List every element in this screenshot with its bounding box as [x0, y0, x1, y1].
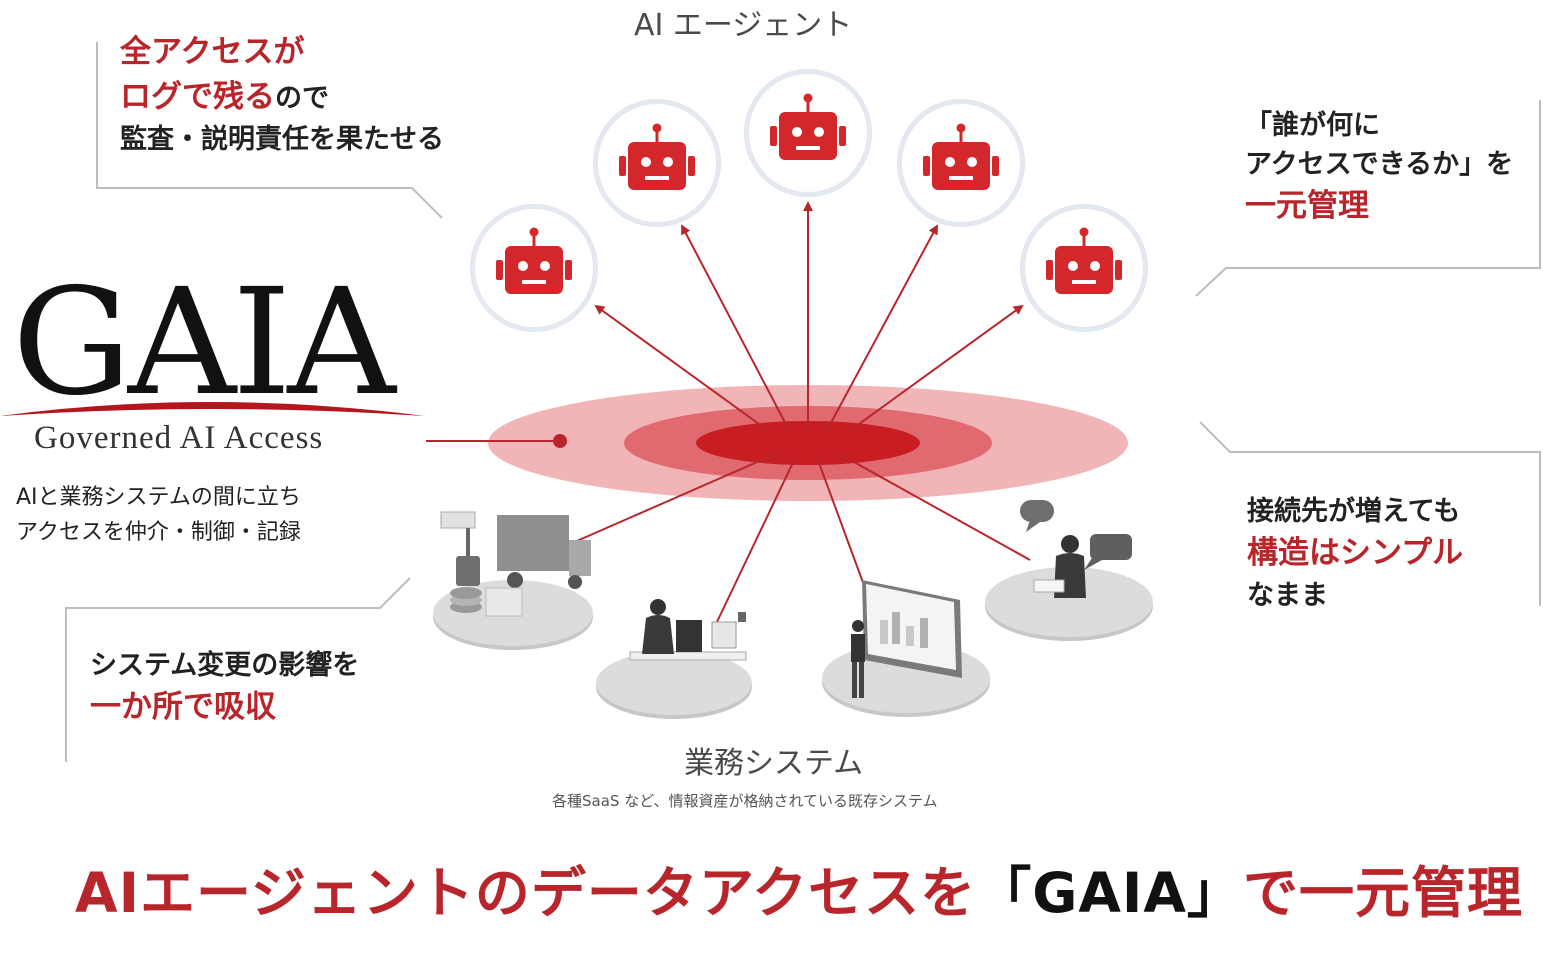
headline-gaia: 「GAIA」	[976, 861, 1243, 925]
gaia-logo-swoosh	[0, 402, 424, 416]
callout-simple-line3: なまま	[1247, 580, 1328, 612]
systems-subtitle: 各種SaaS など、情報資産が格納されている既存システム	[552, 792, 938, 810]
gaia-desc-line2: アクセスを仲介・制御・記録	[16, 520, 301, 546]
headline: AIエージェントのデータアクセスを「GAIA」で一元管理	[75, 848, 1523, 928]
system-lines	[569, 451, 1031, 625]
callout-simple-line1: 接続先が増えても	[1247, 496, 1461, 527]
headline-part1: AIエージェントのデータアクセスを	[75, 861, 977, 925]
support-operator-icon	[985, 500, 1153, 641]
callout-log-audit: 全アクセスが ログで残るので 監査・説明責任を果たせる	[120, 30, 444, 159]
analytics-board-icon	[822, 580, 990, 717]
gaia-logo-text: GAIA	[12, 257, 396, 429]
gaia-hub	[488, 385, 1128, 501]
warehouse-icon	[433, 511, 593, 650]
headline-part3: で一元管理	[1242, 861, 1523, 925]
callout-central-line3: 一元管理	[1245, 188, 1369, 225]
business-systems	[433, 500, 1153, 719]
callout-impact-line2: 一か所で吸収	[90, 689, 276, 726]
gaia-logo: GAIA	[12, 268, 422, 418]
agent-robots	[470, 69, 1148, 332]
agents-title: AI エージェント	[634, 8, 853, 43]
gaia-subtitle: Governed AI Access	[34, 420, 324, 456]
office-worker-icon	[596, 599, 752, 719]
callout-simple-line2: 構造はシンプル	[1247, 535, 1464, 572]
gaia-desc-line1: AIと業務システムの間に立ち	[16, 485, 301, 510]
agent-arrows	[594, 201, 1024, 433]
callout-log-line3: 監査・説明責任を果たせる	[120, 123, 444, 155]
callout-impact-line1: システム変更の影響を	[90, 650, 360, 681]
callout-log-line2-rest: ので	[275, 82, 329, 114]
callout-simple-structure: 接続先が増えても 構造はシンプル なまま	[1247, 492, 1463, 615]
callout-impact-absorb: システム変更の影響を 一か所で吸収	[90, 646, 359, 730]
systems-title: 業務システム	[684, 746, 864, 781]
callout-log-line1: 全アクセスが	[120, 34, 305, 70]
callout-central-line1: 「誰が何に	[1245, 110, 1380, 141]
callout-central-line2: アクセスできるか」を	[1245, 149, 1514, 181]
callout-central-mgmt: 「誰が何に アクセスできるか」を 一元管理	[1245, 106, 1513, 229]
gaia-description: AIと業務システムの間に立ち アクセスを仲介・制御・記録	[16, 480, 301, 550]
callout-log-line2-red: ログで残る	[120, 78, 275, 115]
